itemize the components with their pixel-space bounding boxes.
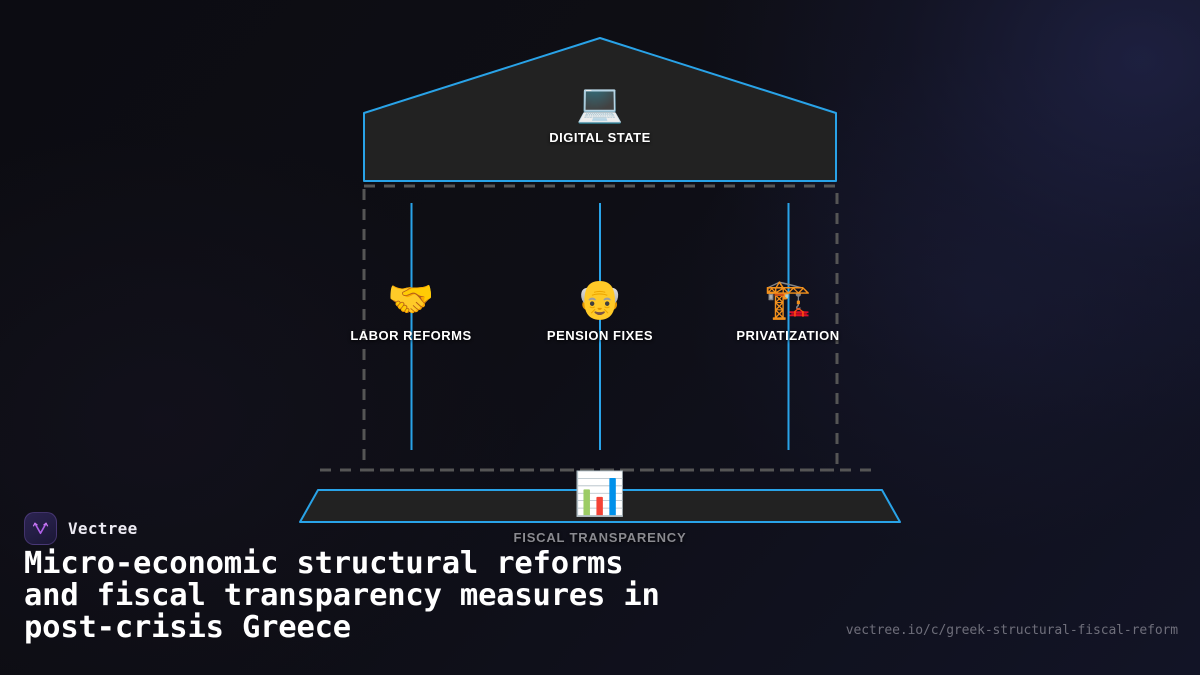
older-person-emoji: 👴: [576, 277, 624, 321]
handshake-emoji: 🤝: [387, 277, 435, 321]
pillar-label-pension-fixes: PENSION FIXES: [546, 328, 654, 343]
bar-chart-emoji: 📊: [573, 469, 627, 518]
temple-diagram: 💻 DIGITAL STATE 🤝 LABOR REFORMS 👴 PENSIO…: [299, 37, 901, 545]
temple-graphics: [299, 37, 901, 523]
brand-name: Vectree: [68, 519, 138, 538]
pillar-label-labor-reforms: LABOR REFORMS: [350, 328, 472, 343]
vectree-v-logo-icon: [24, 512, 57, 545]
base-shape: [299, 489, 901, 523]
brand-lockup: Vectree: [24, 512, 138, 545]
footer-url: vectree.io/c/greek-structural-fiscal-ref…: [845, 623, 1178, 638]
page-title: Micro-economic structural reforms and fi…: [24, 546, 660, 645]
base-label: FISCAL TRANSPARENCY: [513, 530, 687, 545]
laptop-emoji: 💻: [576, 81, 624, 125]
pediment-label: DIGITAL STATE: [549, 130, 651, 145]
construction-crane-emoji: 🏗️: [764, 277, 812, 321]
pillar-label-privatization: PRIVATIZATION: [736, 328, 840, 343]
pediment-shape: [363, 37, 837, 182]
